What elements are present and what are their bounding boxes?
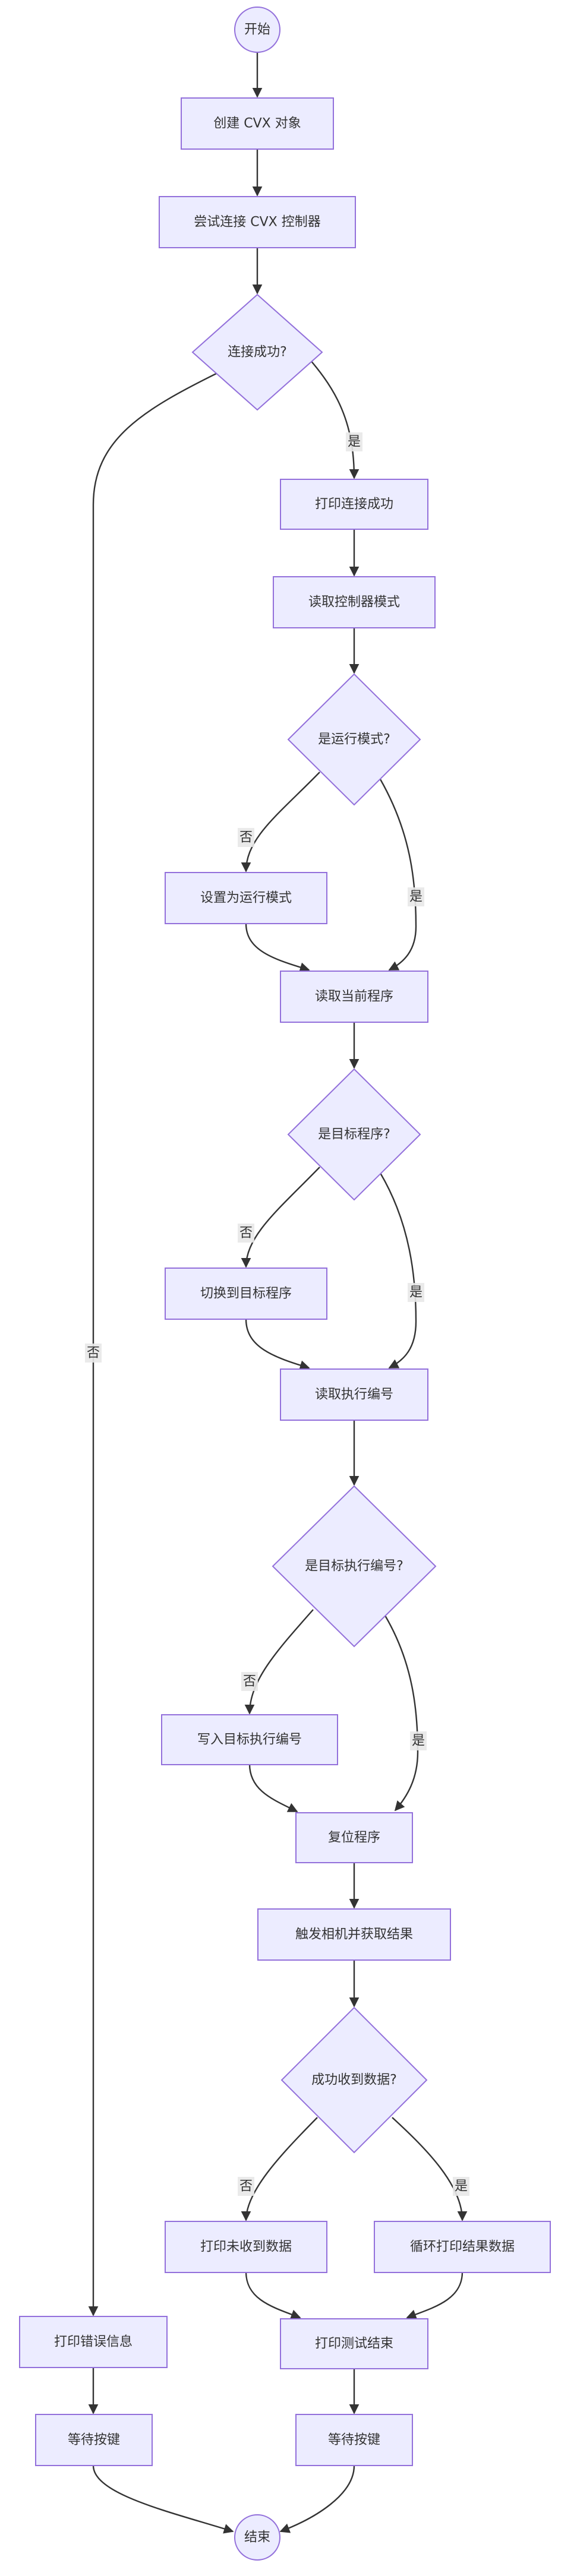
- svg-text:等待按键: 等待按键: [68, 2433, 120, 2448]
- create-cvx-node: 创建 CVX 对象: [181, 97, 334, 150]
- svg-text:否: 否: [239, 1226, 253, 1241]
- svg-text:触发相机并获取结果: 触发相机并获取结果: [295, 1927, 413, 1942]
- svg-text:是: 是: [348, 435, 361, 450]
- label-connected-no: 否: [85, 1344, 102, 1363]
- wait-key-right-node: 等待按键: [295, 2414, 413, 2466]
- svg-text:否: 否: [239, 830, 253, 845]
- svg-text:开始: 开始: [244, 23, 270, 37]
- label-prog-no: 否: [238, 1224, 254, 1243]
- connected-decision: 连接成功?: [191, 293, 323, 411]
- svg-text:否: 否: [87, 1346, 100, 1361]
- loop-print-node: 循环打印结果数据: [374, 2221, 551, 2273]
- svg-text:等待按键: 等待按键: [328, 2433, 380, 2448]
- label-run-no: 否: [238, 828, 254, 847]
- switch-program-node: 切换到目标程序: [165, 1268, 327, 1320]
- edge-data-yes: [392, 2117, 468, 2221]
- read-exec-node: 读取执行编号: [280, 1368, 428, 1421]
- edge-run-no: [241, 772, 320, 873]
- svg-text:读取控制器模式: 读取控制器模式: [308, 595, 400, 610]
- svg-text:打印测试结束: 打印测试结束: [315, 2337, 393, 2351]
- edge-run-yes: [379, 779, 417, 971]
- svg-text:是目标执行编号?: 是目标执行编号?: [305, 1559, 403, 1574]
- label-data-yes: 是: [453, 2177, 469, 2196]
- svg-text:尝试连接 CVX 控制器: 尝试连接 CVX 控制器: [194, 215, 320, 230]
- edge-setrun-readprog: [245, 923, 310, 972]
- run-mode-decision: 是运行模式?: [287, 673, 421, 806]
- test-end-node: 打印测试结束: [280, 2318, 428, 2369]
- edge-nodata-testend: [245, 2271, 301, 2319]
- svg-text:读取当前程序: 读取当前程序: [315, 990, 393, 1004]
- svg-text:打印未收到数据: 打印未收到数据: [200, 2240, 292, 2255]
- data-received-decision: 成功收到数据?: [280, 2006, 428, 2154]
- read-mode-node: 读取控制器模式: [273, 576, 436, 628]
- svg-text:切换到目标程序: 切换到目标程序: [200, 1287, 292, 1301]
- label-exec-yes: 是: [410, 1731, 427, 1750]
- svg-text:写入目标执行编号: 写入目标执行编号: [197, 1733, 302, 1747]
- wait-key-left-node: 等待按键: [35, 2414, 153, 2466]
- read-program-node: 读取当前程序: [280, 971, 428, 1023]
- svg-text:打印错误信息: 打印错误信息: [54, 2335, 133, 2350]
- edge-loopprint-testend: [406, 2271, 464, 2319]
- label-connected-yes: 是: [346, 432, 362, 451]
- set-run-mode-node: 设置为运行模式: [165, 872, 327, 924]
- svg-text:读取执行编号: 读取执行编号: [315, 1387, 393, 1402]
- edge-switch-readexec: [245, 1319, 310, 1370]
- svg-text:是: 是: [409, 890, 422, 905]
- end-node: 结束: [234, 2514, 280, 2561]
- svg-text:成功收到数据?: 成功收到数据?: [311, 2073, 397, 2088]
- svg-text:否: 否: [239, 2179, 253, 2194]
- svg-text:打印连接成功: 打印连接成功: [315, 497, 393, 512]
- edge-prog-no: [241, 1167, 320, 1268]
- label-exec-no: 否: [241, 1672, 258, 1691]
- svg-text:否: 否: [243, 1674, 256, 1689]
- svg-text:是运行模式?: 是运行模式?: [318, 732, 390, 747]
- svg-text:是: 是: [409, 1285, 422, 1300]
- svg-text:是: 是: [455, 2179, 468, 2194]
- write-exec-node: 写入目标执行编号: [161, 1714, 338, 1765]
- label-prog-yes: 是: [408, 1283, 424, 1302]
- target-exec-decision: 是目标执行编号?: [272, 1485, 437, 1648]
- no-data-node: 打印未收到数据: [165, 2221, 327, 2273]
- edge-waitright-end: [279, 2465, 355, 2533]
- edge-prog-yes: [379, 1172, 417, 1369]
- edge-data-no: [241, 2117, 318, 2221]
- svg-text:设置为运行模式: 设置为运行模式: [200, 891, 292, 906]
- svg-text:是目标程序?: 是目标程序?: [318, 1127, 390, 1142]
- label-run-yes: 是: [408, 887, 424, 906]
- edge-exec-no: [244, 1609, 314, 1715]
- connect-cvx-node: 尝试连接 CVX 控制器: [159, 196, 356, 248]
- edge-connected-no: [88, 370, 222, 2316]
- reset-program-node: 复位程序: [295, 1812, 413, 1863]
- start-node: 开始: [234, 7, 280, 53]
- edge-writeexec-reset: [248, 1763, 298, 1813]
- svg-text:结束: 结束: [244, 2530, 270, 2545]
- edge-waitleft-end: [92, 2465, 234, 2534]
- edge-exec-yes: [384, 1615, 419, 1812]
- svg-text:循环打印结果数据: 循环打印结果数据: [410, 2240, 515, 2255]
- label-data-no: 否: [238, 2177, 254, 2196]
- trigger-camera-node: 触发相机并获取结果: [257, 1908, 451, 1961]
- svg-text:是: 是: [412, 1734, 425, 1749]
- print-connected-node: 打印连接成功: [280, 479, 428, 530]
- svg-text:连接成功?: 连接成功?: [228, 345, 287, 360]
- target-program-decision: 是目标程序?: [287, 1068, 421, 1201]
- svg-text:创建 CVX 对象: 创建 CVX 对象: [213, 116, 301, 131]
- svg-text:复位程序: 复位程序: [328, 1831, 380, 1845]
- print-error-node: 打印错误信息: [19, 2316, 168, 2368]
